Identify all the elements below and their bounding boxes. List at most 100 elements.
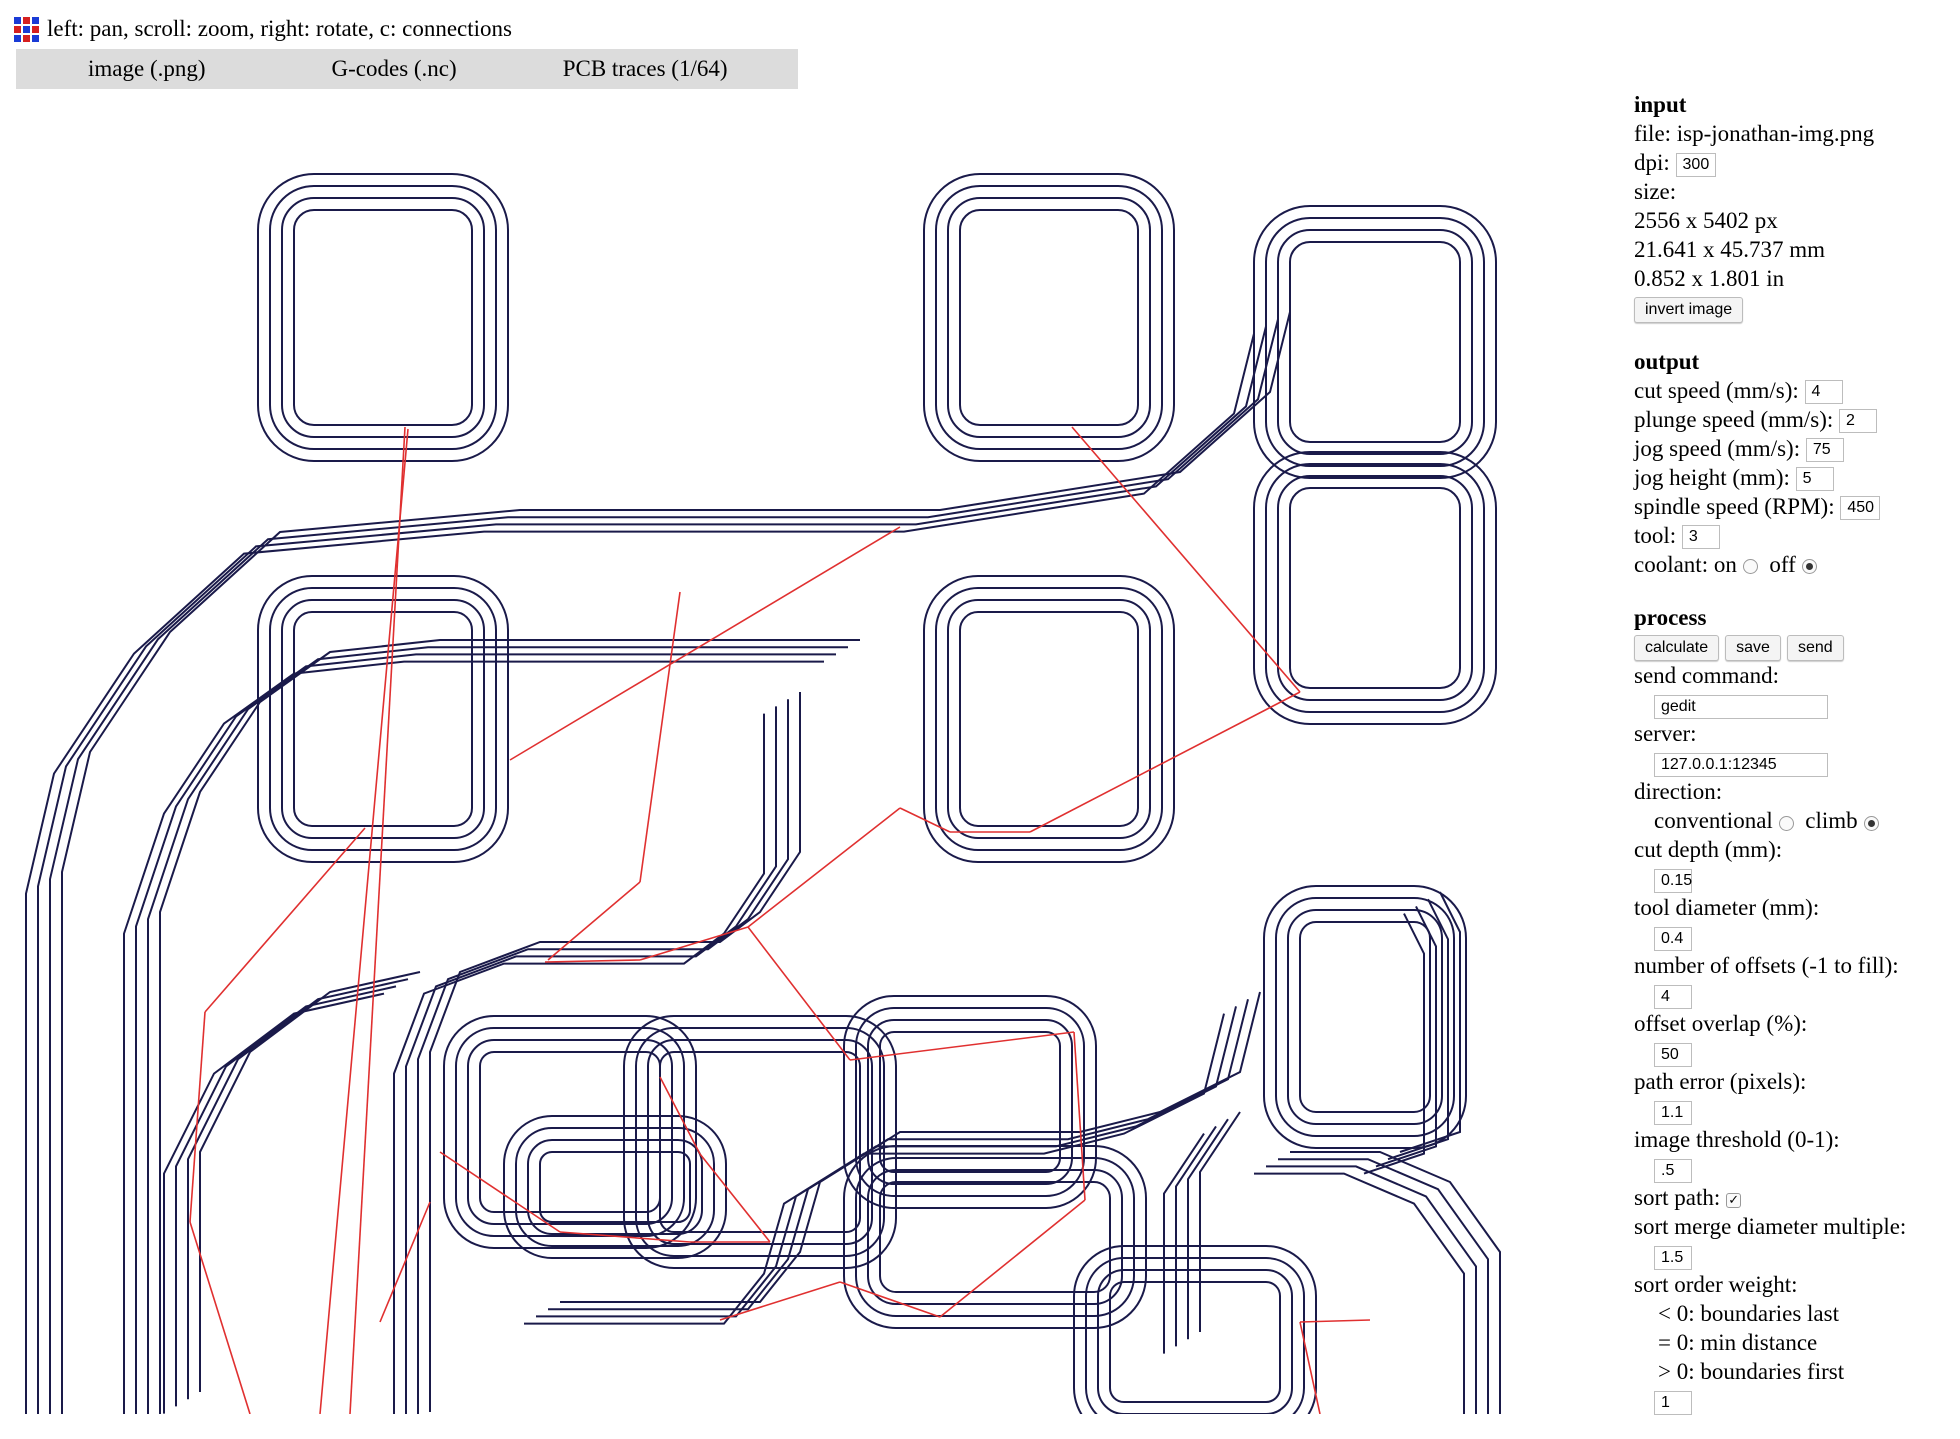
order-line-first: > 0: boundaries first <box>1658 1359 1845 1385</box>
send-command-input[interactable]: gedit <box>1654 695 1828 720</box>
climb-radio[interactable] <box>1863 815 1879 831</box>
jog-line-8 <box>747 807 901 928</box>
cut-depth-input[interactable]: 0.15 <box>1654 869 1692 894</box>
inner-trace-c-offset-1 <box>429 692 801 1412</box>
spindle-speed-label: spindle speed (RPM): <box>1634 493 1835 519</box>
toolpath-canvas[interactable] <box>0 92 1620 1414</box>
menu-grid-icon[interactable] <box>14 16 39 42</box>
right-trace-offset-2 <box>1278 1158 1489 1414</box>
spindle-speed-input[interactable]: 450 <box>1840 496 1881 521</box>
server-label: server: <box>1634 721 1697 747</box>
jog-line-9 <box>639 926 749 961</box>
pad-mid-center-offset-1 <box>959 611 1139 827</box>
threshold-input[interactable]: .5 <box>1654 1159 1692 1184</box>
jog-height-input[interactable]: 5 <box>1795 467 1834 492</box>
coolant-off-label: off <box>1769 551 1796 577</box>
toolpath-traces <box>25 173 1501 1414</box>
pad-right-lower-offset-1 <box>1299 921 1431 1113</box>
jog-line-29 <box>547 881 641 961</box>
pad-mid-center-offset-2 <box>947 599 1151 839</box>
climb-label: climb <box>1805 808 1858 834</box>
pad-center-left-offset-1 <box>479 1051 661 1213</box>
toolpath-view[interactable] <box>0 92 1620 1414</box>
dpi-label: dpi: <box>1634 150 1670 175</box>
pad-top-right-offset-1 <box>1289 241 1461 443</box>
inner-trace-e-offset-2 <box>1187 1118 1229 1340</box>
jog-line-28 <box>639 591 681 883</box>
overlap-input[interactable]: 50 <box>1654 1043 1692 1068</box>
menu-item-gcodes[interactable]: G-codes (.nc) <box>331 56 457 81</box>
outer-trace-offset-2 <box>49 318 1279 1414</box>
jog-line-5 <box>1029 691 1301 833</box>
inner-trace-c-offset-2 <box>417 699 789 1414</box>
menu-item-image[interactable]: image (.png) <box>88 56 206 81</box>
jog-line-4 <box>1071 426 1301 693</box>
right-trace-b-offset-1 <box>1399 891 1461 1153</box>
merge-input[interactable]: 1.5 <box>1654 1246 1692 1271</box>
pad-right-lower-offset-3 <box>1275 897 1455 1137</box>
calculate-button[interactable]: calculate <box>1634 635 1720 662</box>
jog-line-23 <box>659 1076 701 1155</box>
order-weight-input[interactable]: 1 <box>1654 1391 1692 1416</box>
send-command-label: send command: <box>1634 663 1779 689</box>
pad-mid-left-offset-1 <box>293 611 473 827</box>
pad-center-offset-3 <box>635 1027 885 1257</box>
save-button[interactable]: save <box>1725 635 1781 662</box>
tool-diameter-input[interactable]: 0.4 <box>1654 927 1692 952</box>
inner-trace-a-offset-4 <box>123 660 824 1414</box>
pad-center-left-offset-4 <box>443 1015 697 1249</box>
inner-trace-c-offset-4 <box>393 713 765 1414</box>
inner-trace-b-offset-3 <box>175 985 397 1407</box>
jog-line-27 <box>379 1201 431 1323</box>
right-trace-b-offset-2 <box>1387 898 1449 1161</box>
pad-right-lower-offset-2 <box>1287 909 1443 1125</box>
path-error-input[interactable]: 1.1 <box>1654 1101 1692 1126</box>
tool-label: tool: <box>1634 522 1677 548</box>
pad-lower-right-offset-2 <box>867 1169 1123 1305</box>
dpi-input[interactable]: 300 <box>1675 152 1716 177</box>
jog-line-10 <box>544 959 641 963</box>
pad-mid-left-offset-2 <box>281 599 485 839</box>
output-heading: output <box>1634 348 1700 374</box>
jog-line-2 <box>319 428 409 1414</box>
menu-item-pcb-traces[interactable]: PCB traces (1/64) <box>562 56 728 81</box>
cut-depth-label: cut depth (mm): <box>1634 837 1783 863</box>
conventional-radio[interactable] <box>1778 815 1794 831</box>
offsets-input[interactable]: 4 <box>1654 985 1692 1010</box>
jog-line-24 <box>699 1153 771 1243</box>
inner-trace-b-offset-1 <box>199 971 421 1392</box>
file-name: isp-jonathan-img.png <box>1676 121 1875 146</box>
size-in: 0.852 x 1.801 in <box>1634 266 1785 291</box>
coolant-on-radio[interactable] <box>1742 558 1758 574</box>
cut-speed-label: cut speed (mm/s): <box>1634 377 1799 403</box>
input-section: input file: isp-jonathan-img.png dpi: 30… <box>1634 90 1954 323</box>
pad-top-left-offset-3 <box>269 185 497 450</box>
sort-path-label: sort path: <box>1634 1185 1721 1211</box>
plunge-speed-input[interactable]: 2 <box>1839 409 1878 434</box>
top-bar: left: pan, scroll: zoom, right: rotate, … <box>14 12 512 46</box>
coolant-off-radio[interactable] <box>1801 558 1817 574</box>
sort-path-checkbox[interactable]: ✓ <box>1726 1192 1742 1208</box>
tool-input[interactable]: 3 <box>1681 525 1720 550</box>
jog-connections <box>189 426 1371 1414</box>
pad-top-left-offset-4 <box>257 173 509 462</box>
jog-line-20 <box>439 1151 561 1233</box>
send-button[interactable]: send <box>1786 635 1844 662</box>
jog-speed-input[interactable]: 75 <box>1805 438 1844 463</box>
outer-trace-offset-4 <box>25 333 1255 1414</box>
pad-lower-small-offset-3 <box>515 1127 715 1247</box>
inner-trace-a-offset-2 <box>147 646 848 1414</box>
cut-speed-input[interactable]: 4 <box>1804 380 1843 405</box>
server-input[interactable]: 127.0.0.1:12345 <box>1654 753 1828 778</box>
size-mm: 21.641 x 45.737 mm <box>1634 237 1826 262</box>
pad-center-right-offset-2 <box>867 1019 1073 1185</box>
jog-line-25 <box>1299 1319 1371 1323</box>
right-trace-b-offset-3 <box>1375 905 1437 1168</box>
pad-mid-center-offset-4 <box>923 575 1175 863</box>
pad-center-right-offset-4 <box>843 995 1097 1209</box>
jog-line-17 <box>204 827 366 1013</box>
settings-panel: input file: isp-jonathan-img.png dpi: 30… <box>1634 90 1954 1439</box>
pad-right-upper-offset-4 <box>1253 451 1497 725</box>
invert-image-button[interactable]: invert image <box>1634 296 1744 323</box>
